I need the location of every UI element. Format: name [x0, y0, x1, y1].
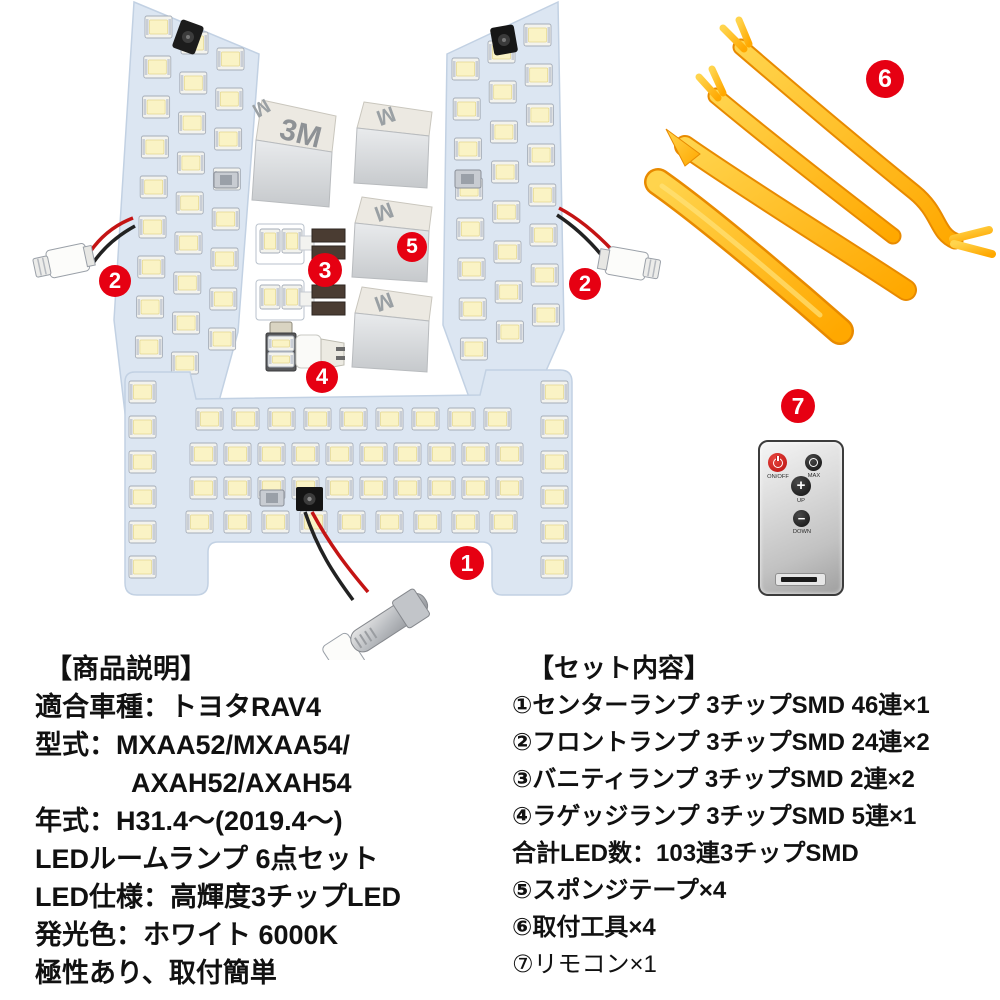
sponge-tape-4: M [351, 286, 433, 373]
set-contents: 【セット内容】 ①センターランプ 3チップSMD 46連×1 ②フロントランプ … [512, 650, 998, 983]
vanity-lamp-boards [255, 223, 346, 321]
description-title: 【商品説明】 [45, 654, 207, 684]
set-contents-line: ⑥取付工具×4 [512, 914, 656, 941]
power-icon [772, 457, 783, 468]
description-line: 型式：MXAA52/MXAA54/ [35, 730, 351, 760]
badge-remote: 7 [781, 389, 815, 423]
badge-sponge-tape: 5 [397, 232, 427, 262]
set-contents-line: ⑤スポンジテープ×4 [512, 877, 727, 904]
remote-power-label: ON/OFF [767, 474, 789, 480]
badge-center-lamp: 1 [450, 546, 484, 580]
pry-tool-pointed [665, 128, 917, 301]
remote-down-button: − [793, 510, 810, 527]
remote-power-button [768, 453, 787, 472]
remote-max-label: MAX [807, 473, 821, 479]
remote-down-label: DOWN [792, 529, 812, 535]
remote-ir-slot [775, 573, 826, 586]
center-lamp-panel [124, 369, 573, 596]
front-lamp-wiring-right [556, 206, 661, 281]
set-contents-line: 合計LED数：103連3チップSMD [512, 840, 859, 867]
front-lamp-wiring-left [32, 216, 136, 279]
description-line: 発光色：ホワイト 6000K [35, 920, 339, 950]
badge-front-lamp-left: 2 [99, 265, 131, 297]
front-lamp-panel-right [442, 0, 565, 432]
product-description: 【商品説明】 適合車種：トヨタRAV4 型式：MXAA52/MXAA54/ AX… [35, 650, 505, 992]
badge-tools: 6 [866, 60, 904, 98]
plus-icon: + [796, 477, 806, 494]
badge-luggage-lamp: 4 [306, 361, 338, 393]
remote-max-button [805, 454, 822, 471]
set-contents-line: ②フロントランプ 3チップSMD 24連×2 [512, 729, 930, 756]
brightness-max-icon [809, 458, 818, 467]
product-photo-art: 3M M M M M [32, 0, 996, 660]
pry-tool-wide [644, 168, 854, 345]
sponge-tape-1: 3M M [248, 94, 337, 208]
sponge-tape-2: M [353, 101, 433, 189]
fork-tool-long [719, 16, 996, 258]
description-line: 年式：H31.4〜(2019.4〜) [35, 806, 343, 836]
remote-up-label: UP [797, 498, 805, 504]
badge-vanity-lamp: 3 [308, 253, 342, 287]
set-contents-title: 【セット内容】 [528, 653, 711, 683]
front-lamp-panel-left [113, 0, 260, 435]
remote-control: ON/OFF MAX + UP − DOWN [758, 440, 844, 596]
description-line: AXAH52/AXAH54 [131, 768, 352, 798]
festoon-bulb [303, 511, 430, 660]
trim-removal-tools [644, 16, 996, 345]
set-contents-line: ⑦リモコン×1 [512, 951, 657, 978]
description-line: 極性あり、取付簡単 [35, 958, 277, 988]
description-line: 適合車種：トヨタRAV4 [35, 692, 322, 722]
set-contents-line: ④ラゲッジランプ 3チップSMD 5連×1 [512, 803, 917, 830]
description-line: LED仕様：高輝度3チップLED [35, 882, 402, 912]
set-contents-line: ①センターランプ 3チップSMD 46連×1 [512, 692, 930, 719]
description-line: LEDルームランプ 6点セット [35, 844, 379, 874]
fork-tool-short [695, 65, 902, 245]
sponge-tape-blocks: 3M M M M M [248, 94, 433, 373]
remote-up-button: + [791, 476, 811, 496]
set-contents-line: ③バニティランプ 3チップSMD 2連×2 [512, 766, 915, 793]
badge-front-lamp-right: 2 [569, 268, 601, 300]
t10-wedge-bulb [265, 321, 345, 372]
minus-icon: − [797, 510, 806, 526]
